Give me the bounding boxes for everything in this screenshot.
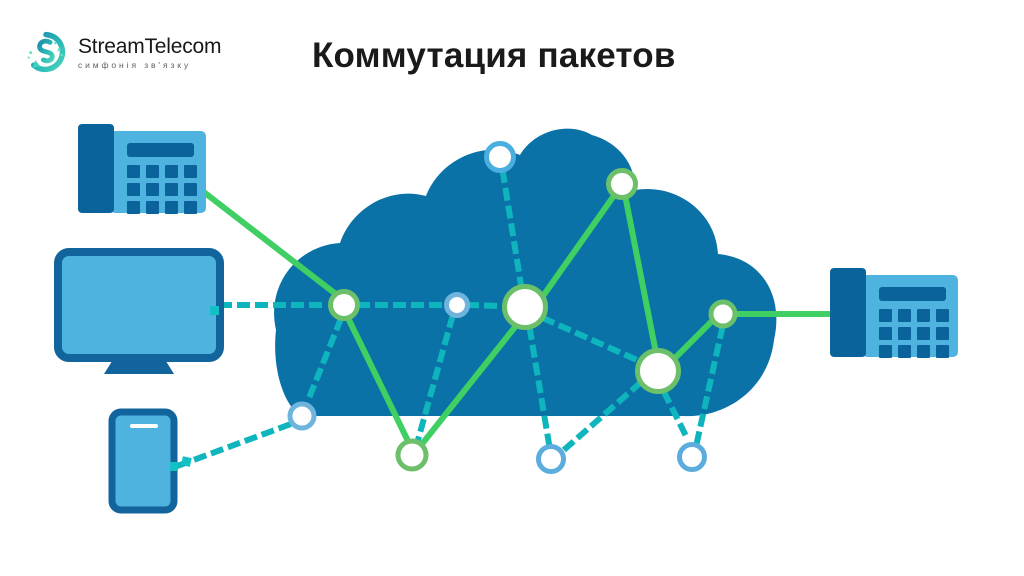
link-node-center-to-rightbig <box>541 315 641 364</box>
link-node-center-to-bottomc <box>526 326 553 448</box>
link-node-midsmall-to-center <box>465 301 506 310</box>
brand-tagline: симфонія зв'язку <box>78 59 192 70</box>
streamtelecom-circular-arrow-icon <box>24 30 68 74</box>
brand-name: StreamTelecom <box>78 34 222 58</box>
link-node-bottommid-to-center <box>419 324 518 447</box>
device-mobile-phone[interactable] <box>108 408 192 514</box>
dotted-link-group <box>176 169 726 469</box>
link-node-midsmall-to-bottommid <box>414 314 456 444</box>
brand-logo: StreamTelecom симфонія зв'язку <box>24 30 221 74</box>
network-node-mid-small[interactable] <box>444 292 470 318</box>
solid-link-group <box>193 183 835 447</box>
device-desk-phone-left[interactable] <box>78 124 206 214</box>
network-node-bottom-right[interactable] <box>677 442 707 472</box>
node-group <box>287 141 738 474</box>
link-node-upperright-to-rightbig <box>623 197 658 351</box>
network-node-upper-right[interactable] <box>606 168 638 200</box>
network-node-left[interactable] <box>328 289 360 321</box>
link-node-left-to-lowerleft <box>303 317 344 407</box>
network-node-bottom-center[interactable] <box>536 444 566 474</box>
page-title: Коммутация пакетов <box>312 36 676 75</box>
network-node-lower-left[interactable] <box>287 401 317 431</box>
network-node-bottom-mid[interactable] <box>395 438 429 472</box>
link-node-rightedge-to-bottomr <box>693 325 726 446</box>
link-node-rightbig-to-bottomc <box>560 379 644 454</box>
link-node-rightbig-to-rightedge <box>672 319 714 361</box>
device-desk-phone-right[interactable] <box>830 268 958 358</box>
link-deskphoneleft-to-node-left <box>193 183 340 298</box>
link-node-rightbig-to-bottomr <box>660 389 694 447</box>
link-node-top-to-center <box>499 169 525 289</box>
network-node-center[interactable] <box>502 284 548 330</box>
link-node-center-to-upperright <box>540 194 616 299</box>
device-desktop-monitor[interactable] <box>54 248 224 374</box>
network-node-right-edge[interactable] <box>708 299 738 329</box>
brand-wordmark: StreamTelecom симфонія зв'язку <box>78 34 221 70</box>
network-node-right-big[interactable] <box>635 348 681 394</box>
network-cloud <box>274 128 777 417</box>
link-node-left-to-bottommid <box>346 317 410 442</box>
link-mobile-to-node-lowerleft <box>176 420 295 469</box>
network-node-top[interactable] <box>484 141 516 173</box>
